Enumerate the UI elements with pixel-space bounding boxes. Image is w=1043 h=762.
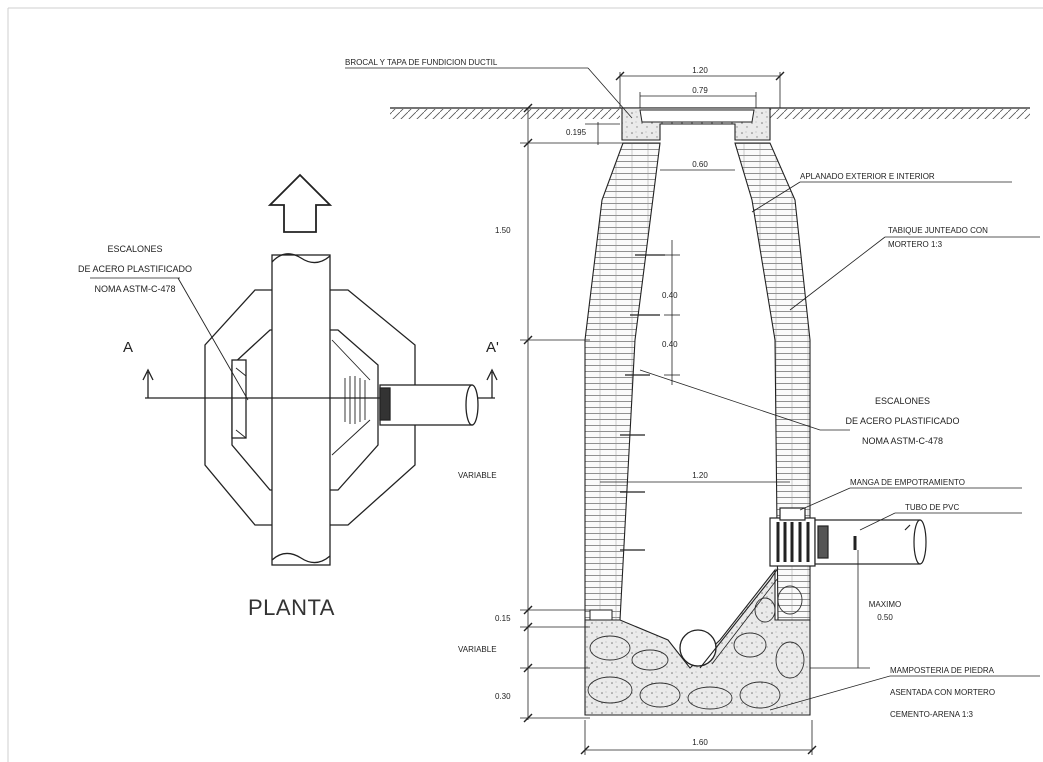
plan-pipe — [379, 384, 473, 426]
mamposteria-label-1: MAMPOSTERIA DE PIEDRA — [890, 666, 995, 675]
dim-base: 0.30 — [495, 692, 511, 701]
dim-step-spacing-2: 0.40 — [662, 340, 678, 349]
dimension-lines — [520, 72, 870, 755]
dim-neck: 0.60 — [692, 160, 708, 169]
ground-hatch-left — [390, 109, 620, 119]
plan-steps-label-3: NOMA ASTM-C-478 — [94, 284, 176, 294]
wall-left — [584, 142, 661, 621]
aplanado-label: APLANADO EXTERIOR E INTERIOR — [800, 172, 935, 181]
section-steps-label-2: DE ACERO PLASTIFICADO — [845, 416, 960, 426]
section-steps-label-3: NOMA ASTM-C-478 — [861, 436, 944, 446]
ground-hatch-right — [770, 109, 1030, 119]
dim-cone-height: 1.50 — [495, 226, 511, 235]
stone-masonry — [587, 585, 805, 710]
dim-step-spacing-1: 0.40 — [662, 291, 678, 300]
dim-bench: VARIABLE — [458, 645, 497, 654]
plan-view — [90, 173, 498, 566]
step-rungs — [620, 254, 665, 551]
dim-top-outer: 1.20 — [692, 66, 708, 75]
section-pipe — [769, 507, 927, 567]
tabique-label-1: TABIQUE JUNTEADO CON — [888, 226, 988, 235]
maximo-label-1: MAXIMO — [868, 600, 902, 609]
plan-steps-label-1: ESCALONES — [107, 244, 163, 254]
base-slab — [584, 568, 811, 716]
manga-label: MANGA DE EMPOTRAMIENTO — [850, 478, 965, 487]
section-view — [345, 67, 1040, 755]
tubo-label: TUBO DE PVC — [905, 503, 960, 512]
maximo-label-2: 0.50 — [877, 613, 893, 622]
plan-section-mark-a: A — [123, 339, 134, 356]
mamposteria-label-2: ASENTADA CON MORTERO — [890, 688, 996, 697]
plan-section-mark-a-prime: A' — [486, 339, 499, 356]
dim-brocal-thk: 0.195 — [566, 128, 587, 137]
bottom-step — [589, 609, 613, 621]
plan-steps-rect — [231, 359, 247, 439]
section-steps-label-1: ESCALONES — [874, 396, 931, 406]
plan-title: PLANTA — [248, 595, 335, 620]
leaders — [345, 67, 1040, 711]
plan-outer-octagon — [204, 289, 416, 526]
tabique-label-2: MORTERO 1:3 — [888, 240, 943, 249]
brocal-label: BROCAL Y TAPA DE FUNDICION DUCTIL — [345, 58, 498, 67]
dim-base-width: 1.60 — [692, 738, 708, 747]
plan-access-tube — [271, 254, 331, 566]
dim-shaft-width: 1.20 — [692, 471, 708, 480]
mamposteria-label-3: CEMENTO-ARENA 1:3 — [890, 710, 973, 719]
plan-steps-label-2: DE ACERO PLASTIFICADO — [77, 264, 193, 274]
dim-slab: 0.15 — [495, 614, 511, 623]
dim-top-inner: 0.79 — [692, 86, 708, 95]
channel-pipe — [679, 629, 717, 667]
plan-north-arrow — [267, 173, 333, 233]
dim-shaft-height: VARIABLE — [458, 471, 497, 480]
